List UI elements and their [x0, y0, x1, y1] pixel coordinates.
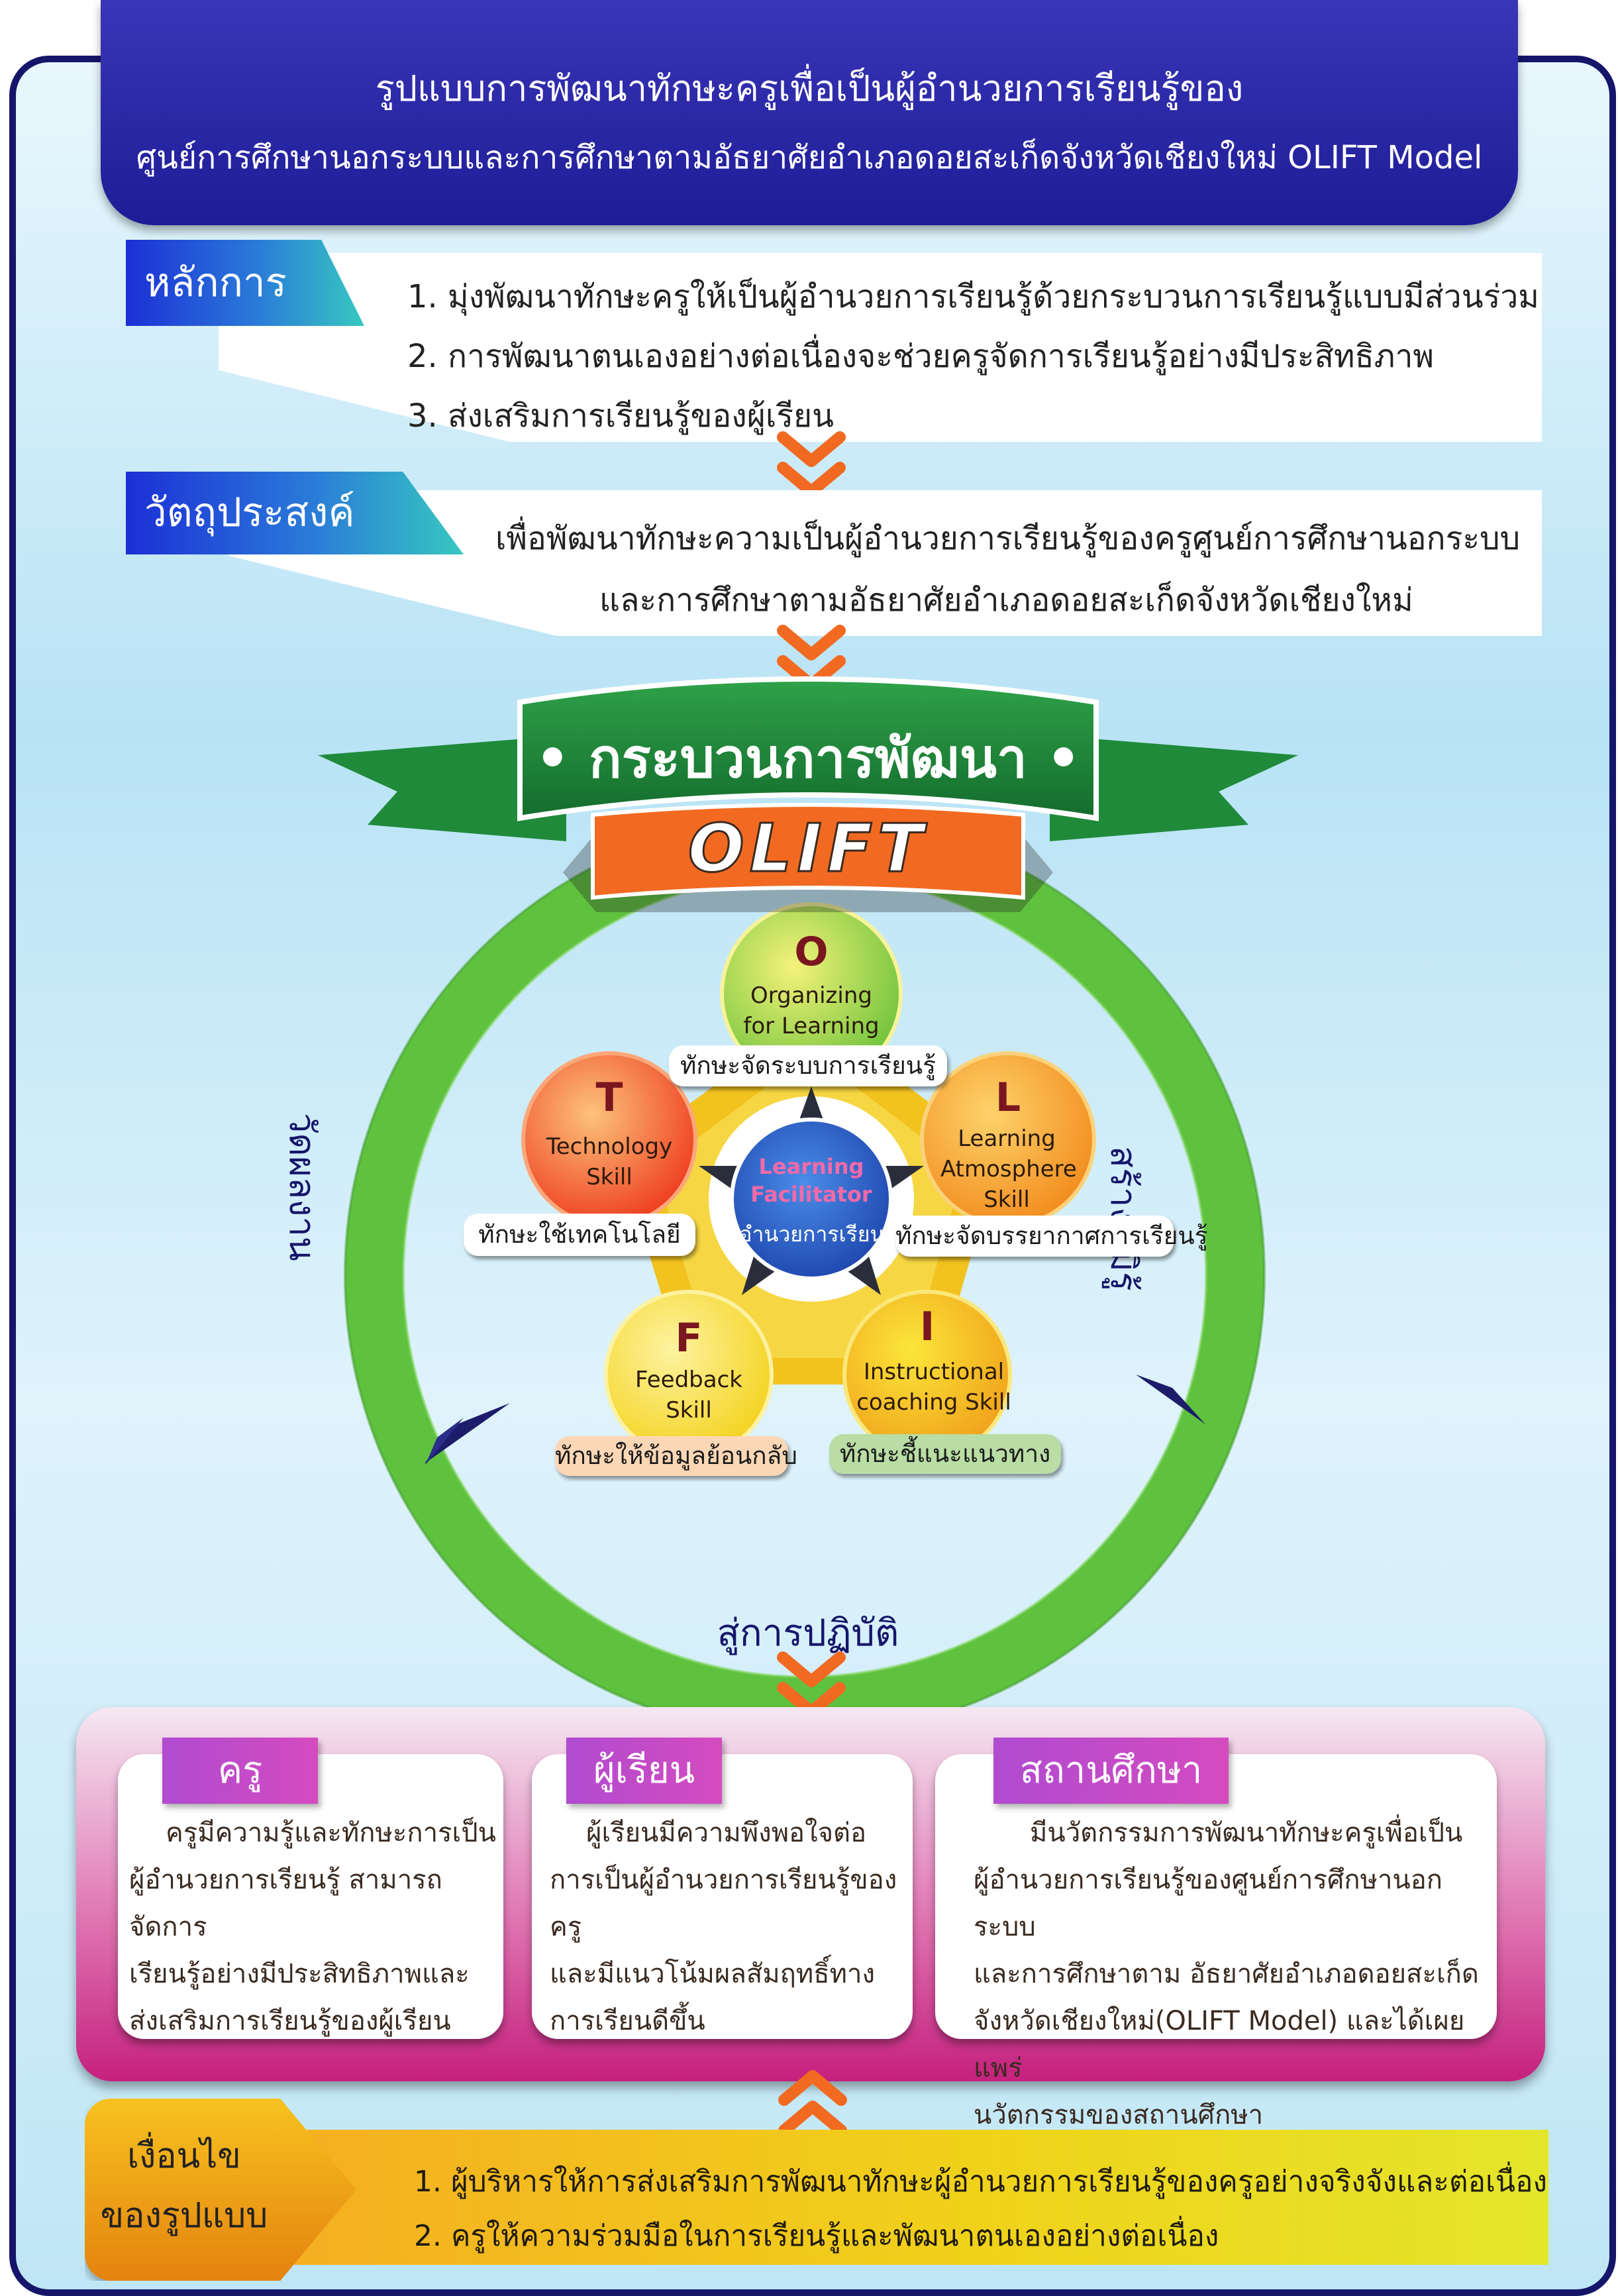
condition-item: 2. ครูให้ความร่วมมือในการเรียนรู้และพัฒน… [414, 2219, 1219, 2253]
skill-letter-o: O [794, 929, 829, 975]
skill-letter-l: L [995, 1074, 1021, 1121]
objective-tab: วัตถุประสงค์ [126, 472, 464, 554]
result-line: การเรียนดีขึ้น [550, 2006, 705, 2036]
result-line: ครูมีความรู้และทักษะการเป็น [166, 1818, 496, 1848]
process-banner [517, 676, 1099, 821]
result-line: นวัตกรรมของสถานศึกษา [974, 2100, 1264, 2130]
skill-letter-t: T [595, 1074, 623, 1121]
result-line: ผู้อำนวยการเรียนรู้ สามารถจัดการ [129, 1865, 442, 1942]
skill-label-l: ทักษะจัดบรรยากาศการเรียนรู้ [895, 1216, 1208, 1257]
principle-item: 1. มุ่งพัฒนาทักษะครูให้เป็นผู้อำนวยการเร… [407, 278, 1539, 315]
result-title-learner: ผู้เรียน [566, 1738, 722, 1804]
result-text-learner: ผู้เรียนมีความพึงพอใจต่อ การเป็นผู้อำนวย… [550, 1810, 907, 2045]
ring-label-measure: วัดผลงาน [281, 1113, 323, 1261]
ring-label-practice: สู่การปฏิบัติ [717, 1612, 899, 1655]
conditions-tab-line: เงื่อนไข [127, 2136, 241, 2176]
arrow-head-icon [1136, 1375, 1205, 1424]
objective-line: เพื่อพัฒนาทักษะความเป็นผู้อำนวยการเรียนร… [495, 520, 1521, 557]
result-text-teacher: ครูมีความรู้และทักษะการเป็น ผู้อำนวยการเ… [129, 1810, 497, 2045]
result-line: มีนวัตกรรมการพัฒนาทักษะครูเพื่อเป็น [1030, 1818, 1463, 1848]
skill-name-f: Feedback Skill [635, 1367, 742, 1424]
result-line: ผู้เรียนมีความพึงพอใจต่อ [586, 1818, 867, 1848]
chevron-up-icon [778, 2070, 847, 2136]
result-line: และมีแนวโน้มผลสัมฤทธิ์ทาง [550, 1959, 876, 1989]
result-line: และการศึกษาตาม อัธยาศัยอำเภอดอยสะเก็ด [974, 1959, 1479, 1989]
result-line: เรียนรู้อย่างมีประสิทธิภาพและ [129, 1959, 470, 1989]
principles-panel [219, 253, 1542, 442]
skill-name-t: Technology Skill [546, 1133, 673, 1190]
skill-label-f: ทักษะให้ข้อมูลย้อนกลับ [555, 1436, 797, 1476]
result-line: การเป็นผู้อำนวยการเรียนรู้ของครู [550, 1865, 897, 1942]
page-header: รูปแบบการพัฒนาทักษะครูเพื่อเป็นผู้อำนวยก… [101, 0, 1518, 225]
result-title-school: สถานศึกษา [993, 1738, 1229, 1804]
skill-letter-f: F [675, 1315, 703, 1361]
result-line: ส่งเสริมการเรียนรู้ของผู้เรียน [129, 2006, 451, 2036]
result-title-teacher: ครู [162, 1738, 318, 1804]
skill-label-i: ทักษะชี้แนะแนวทาง [829, 1434, 1061, 1474]
olift-process-diagram [318, 676, 1298, 1722]
olift-ribbon [591, 803, 1025, 900]
header-title-line1: รูปแบบการพัฒนาทักษะครูเพื่อเป็นผู้อำนวยก… [375, 68, 1244, 109]
conditions-tab-line: ของรูปแบบ [100, 2196, 268, 2236]
skill-letter-i: I [919, 1304, 935, 1350]
center-title-en: Learning Facilitator [750, 1154, 872, 1207]
principle-item: 2. การพัฒนาตนเองอย่างต่อเนื่องจะช่วยครูจ… [407, 338, 1435, 375]
process-banner-text: • กระบวนการพัฒนา • [535, 727, 1081, 790]
conditions-tab-label: เงื่อนไข ของรูปแบบ [85, 2126, 283, 2246]
skill-name-i: Instructional coaching Skill [856, 1359, 1011, 1416]
olift-model-name: OLIFT [687, 809, 929, 888]
principles-tab: หลักการ [126, 240, 364, 326]
skill-name-l: Learning Atmosphere Skill [940, 1125, 1077, 1213]
arrow-head-icon [424, 1403, 510, 1464]
skill-label-t: ทักษะใช้เทคโนโลยี [464, 1214, 695, 1256]
header-title-line2: ศูนย์การศึกษานอกระบบและการศึกษาตามอัธยาศ… [136, 139, 1483, 176]
conditions-panel [119, 2130, 1548, 2265]
arrow-head-icon [425, 1418, 464, 1465]
result-text-school: มีนวัตกรรมการพัฒนาทักษะครูเพื่อเป็น ผู้อ… [974, 1810, 1493, 2139]
condition-item: 1. ผู้บริหารให้การส่งเสริมการพัฒนาทักษะผ… [414, 2165, 1548, 2199]
result-line: จังหวัดเชียงใหม่(OLIFT Model) และได้เผยแ… [974, 2006, 1465, 2083]
objective-line: และการศึกษาตามอัธยาศัยอำเภอดอยสะเก็ดจังห… [599, 582, 1413, 619]
result-line: ผู้อำนวยการเรียนรู้ของศูนย์การศึกษานอกระ… [974, 1865, 1443, 1942]
skill-label-o: ทักษะจัดระบบการเรียนรู้ [669, 1045, 947, 1086]
principle-item: 3. ส่งเสริมการเรียนรู้ของผู้เรียน [407, 397, 834, 435]
center-title-th: ผู้อำนวยการเรียนรู้ [727, 1222, 896, 1247]
